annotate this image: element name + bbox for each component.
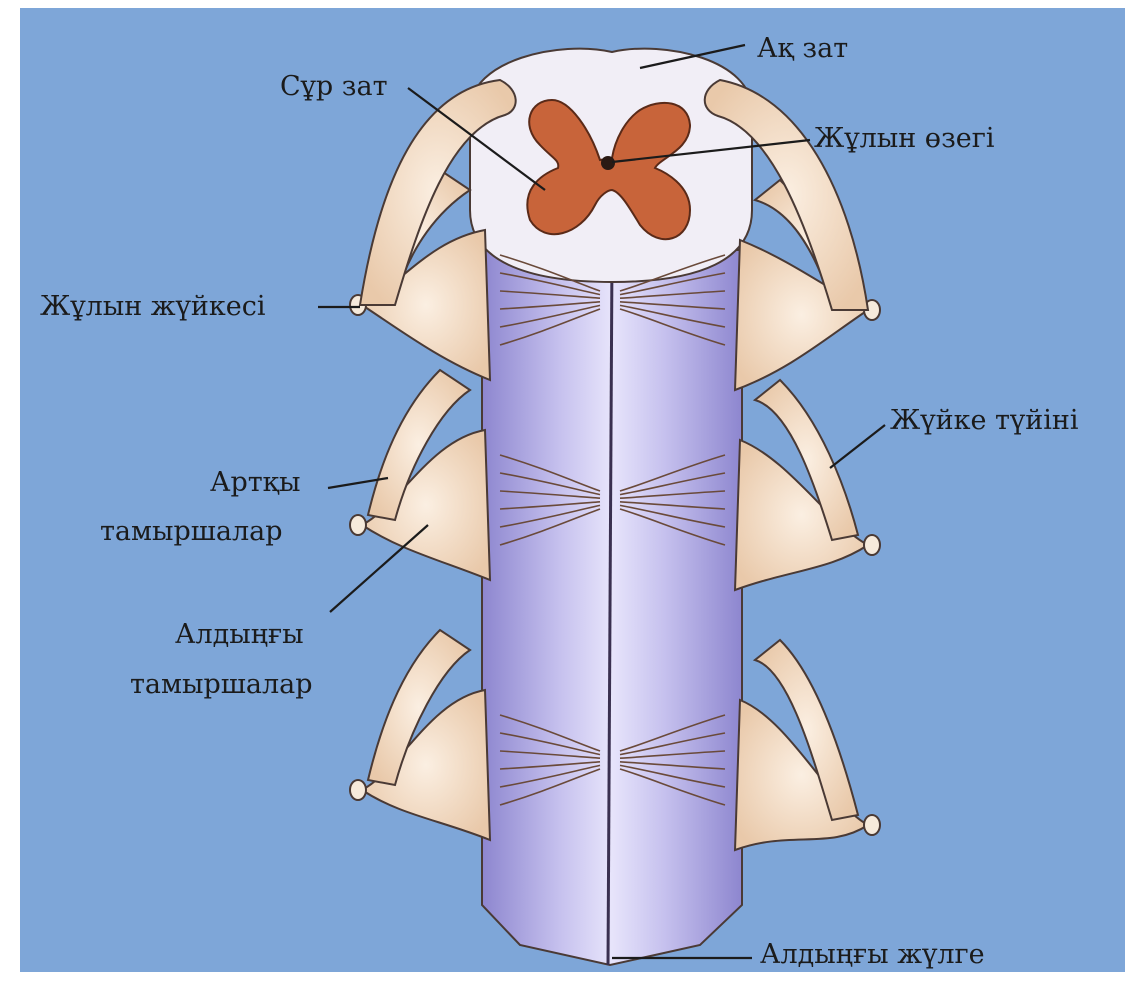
label-anterior-roots-line1: Алдыңғы bbox=[175, 618, 304, 652]
left-nerve-end-3 bbox=[350, 780, 366, 800]
label-posterior-roots-line1: Артқы bbox=[210, 466, 301, 500]
right-nerve-end-2 bbox=[864, 535, 880, 555]
label-gray-matter: Сұр зат bbox=[280, 70, 388, 104]
label-spinal-nerve: Жұлын жүйкесі bbox=[40, 290, 266, 324]
label-posterior-roots-line2: тамыршалар bbox=[100, 515, 283, 549]
label-anterior-roots-line2: тамыршалар bbox=[130, 668, 313, 702]
right-nerve-end-3 bbox=[864, 815, 880, 835]
label-central-canal: Жұлын өзегі bbox=[814, 122, 995, 156]
label-anterior-fissure: Алдыңғы жүлге bbox=[760, 938, 985, 972]
label-ganglion: Жүйке түйіні bbox=[890, 404, 1078, 438]
label-white-matter: Ақ зат bbox=[757, 32, 848, 66]
left-nerve-end-2 bbox=[350, 515, 366, 535]
